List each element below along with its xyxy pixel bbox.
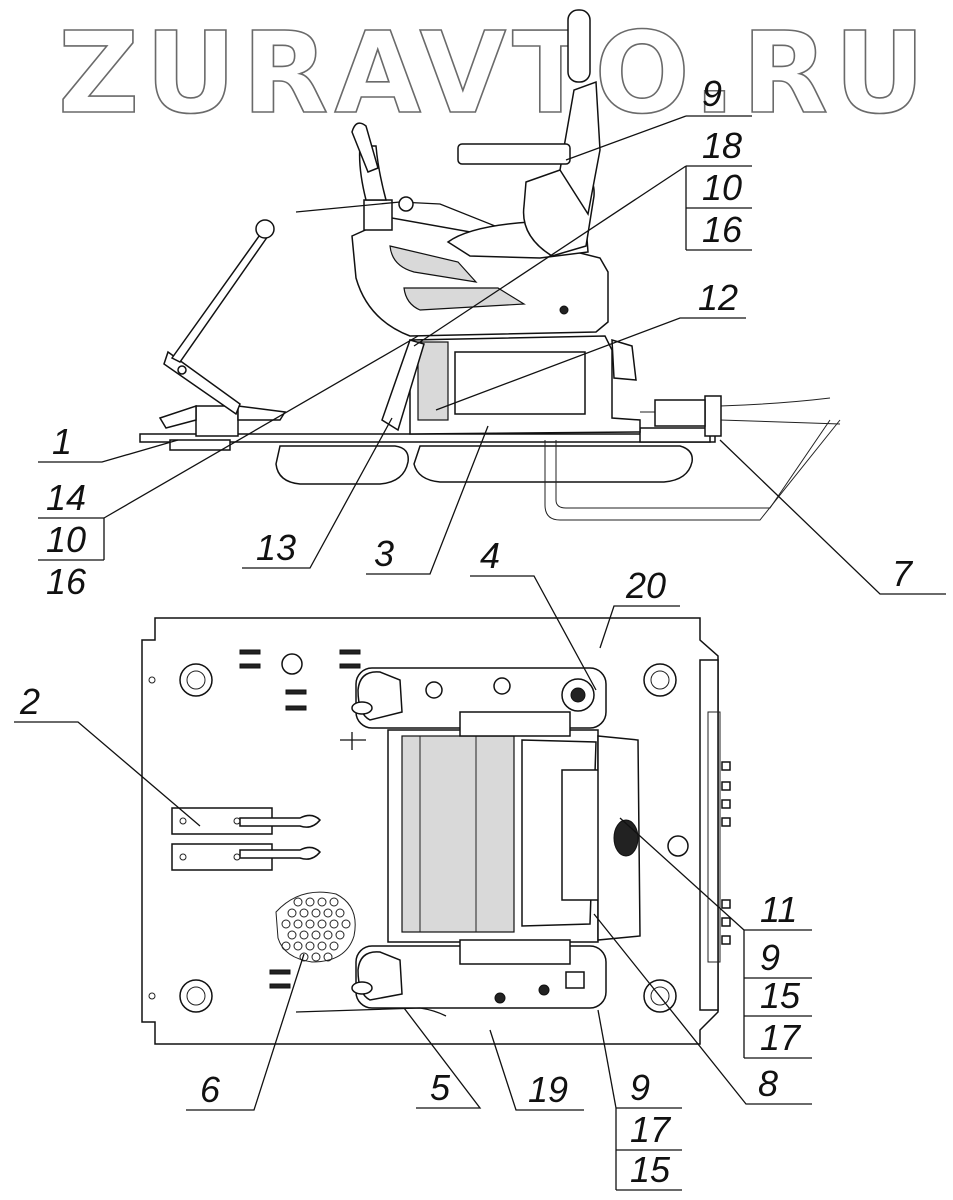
callout-5: 5 <box>430 1067 451 1108</box>
armrest <box>457 143 571 165</box>
headrest <box>567 9 591 83</box>
callout-3: 3 <box>374 533 394 574</box>
leader-lines <box>14 115 946 1191</box>
pivot-pin <box>177 365 187 375</box>
perforation-hole <box>287 930 297 940</box>
perforation-hole <box>335 908 345 918</box>
console-upper-arm <box>459 711 571 737</box>
callout-19: 19 <box>528 1069 568 1110</box>
perforation-hole <box>299 908 309 918</box>
seat-back-upper <box>559 80 601 217</box>
callout-15-right: 15 <box>760 975 801 1016</box>
callout-11: 11 <box>760 889 797 930</box>
callout-10-left: 10 <box>46 519 86 560</box>
perforation-hole <box>311 930 321 940</box>
side-knob <box>611 338 637 381</box>
callout-20: 20 <box>625 565 666 606</box>
callout-17-bottom: 17 <box>630 1109 672 1150</box>
control-rod <box>295 201 521 237</box>
perforated-mat <box>275 891 356 963</box>
callout-13: 13 <box>256 527 296 568</box>
callout-labels: 9 18 10 16 12 1 14 10 16 13 3 7 4 20 2 1… <box>19 73 914 1190</box>
callout-12: 12 <box>698 277 738 318</box>
top-view <box>141 617 731 1045</box>
connector-box <box>654 399 706 427</box>
perforation-hole <box>287 908 297 918</box>
side-view <box>139 9 841 521</box>
back-bolster <box>561 769 603 901</box>
callout-14: 14 <box>46 477 86 518</box>
callout-16-top: 16 <box>702 209 743 250</box>
callout-6: 6 <box>200 1069 221 1110</box>
pipe-lower <box>544 419 841 521</box>
callout-1: 1 <box>52 421 72 462</box>
perforation-hole <box>281 919 291 929</box>
pedal-left <box>158 404 197 429</box>
callout-16-left: 16 <box>46 561 87 602</box>
callout-17-right: 17 <box>760 1017 802 1058</box>
pedal-right <box>237 405 287 421</box>
callout-4: 4 <box>480 535 500 576</box>
perforation-hole <box>299 930 309 940</box>
rail-studs <box>721 761 731 945</box>
perforation-hole <box>293 897 303 907</box>
lever-rod <box>170 230 270 363</box>
perforation-hole <box>329 897 339 907</box>
bracket-7 <box>704 395 722 437</box>
perforation-hole <box>311 908 321 918</box>
perforation-hole <box>293 941 303 951</box>
perforation-hole <box>305 897 315 907</box>
pipe-upper <box>555 419 831 509</box>
pedal-pair <box>171 807 322 871</box>
perforation-hole <box>281 941 291 951</box>
lever-knob <box>255 219 275 239</box>
watermark: ZURAVTO.RU <box>58 9 931 139</box>
perforation-hole <box>299 952 309 962</box>
rail-inner <box>707 711 721 963</box>
callout-8: 8 <box>758 1063 778 1104</box>
perforation-hole <box>293 919 303 929</box>
adjust-knob <box>613 819 639 857</box>
duct-left <box>275 445 409 485</box>
console-screw <box>559 305 569 315</box>
rail-right <box>699 659 719 1011</box>
perforation-hole <box>323 908 333 918</box>
mount-foot-right <box>639 427 711 443</box>
scale-plate <box>417 341 449 421</box>
perforation-hole <box>329 941 339 951</box>
callout-9-top: 9 <box>702 73 722 114</box>
perforation-hole <box>317 941 327 951</box>
callout-10-top: 10 <box>702 167 742 208</box>
hose-2 <box>719 419 841 425</box>
perforation-hole <box>311 952 321 962</box>
callout-9-bottom: 9 <box>630 1067 650 1108</box>
rod-joint <box>398 196 414 212</box>
callout-18: 18 <box>702 125 742 166</box>
perforation-hole <box>317 897 327 907</box>
perforation-hole <box>323 952 333 962</box>
corner-mounts <box>148 653 689 1013</box>
console-lower-arm <box>459 939 571 965</box>
pedal-bracket <box>163 350 241 416</box>
perforation-hole <box>305 941 315 951</box>
callout-9-right: 9 <box>760 937 780 978</box>
lower-rod <box>295 1007 447 1017</box>
joystick-top <box>351 122 379 173</box>
plate-slots <box>239 649 361 989</box>
callout-2: 2 <box>19 681 40 722</box>
perforation-hole <box>329 919 339 929</box>
seat-cushion-top <box>401 735 515 933</box>
perforation-hole <box>305 919 315 929</box>
callout-7: 7 <box>892 553 914 594</box>
duct-right <box>413 445 693 483</box>
perforation-hole <box>317 919 327 929</box>
perforation-hole <box>335 930 345 940</box>
perforation-hole <box>323 930 333 940</box>
perforation-hole <box>341 919 351 929</box>
callout-15-bottom: 15 <box>630 1149 671 1190</box>
console-slot-upper <box>389 245 478 283</box>
mount-foot-left <box>169 439 231 451</box>
